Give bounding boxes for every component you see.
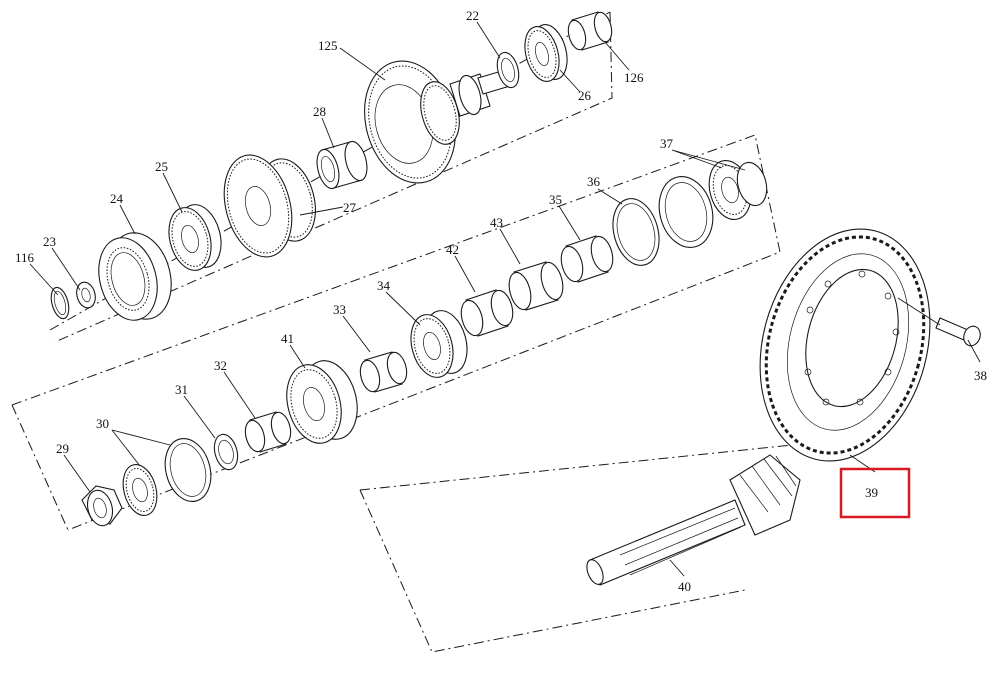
part-37-bearing[interactable] xyxy=(703,156,771,224)
part-24-synchro-sleeve[interactable] xyxy=(90,226,180,327)
callout-40[interactable]: 40 xyxy=(678,579,691,594)
part-30-bearing[interactable] xyxy=(118,433,218,519)
part-23-washer[interactable] xyxy=(74,280,98,310)
part-43-bushing[interactable] xyxy=(505,260,566,312)
part-116-circlip[interactable] xyxy=(48,285,72,320)
callout-41[interactable]: 41 xyxy=(281,331,294,346)
part-39-crown-wheel[interactable] xyxy=(735,210,954,480)
part-42-bushing[interactable] xyxy=(458,288,517,338)
callout-29[interactable]: 29 xyxy=(56,441,69,456)
callout-22[interactable]: 22 xyxy=(466,8,479,23)
callout-37[interactable]: 37 xyxy=(660,136,674,151)
part-25-gear[interactable] xyxy=(162,200,227,275)
callout-25[interactable]: 25 xyxy=(155,159,168,174)
callout-26[interactable]: 26 xyxy=(578,88,592,103)
part-27-cluster-gear[interactable] xyxy=(214,147,324,264)
part-35-bushing[interactable] xyxy=(558,234,617,284)
part-126-bushing[interactable] xyxy=(565,10,614,51)
callout-31[interactable]: 31 xyxy=(175,382,188,397)
callout-30[interactable]: 30 xyxy=(96,416,109,431)
part-29-nut[interactable] xyxy=(81,485,123,528)
crown-wheel-bolt-holes xyxy=(804,270,900,406)
part-41-gear[interactable] xyxy=(279,355,366,450)
part-32-bushing[interactable] xyxy=(242,410,294,454)
callout-36[interactable]: 36 xyxy=(587,174,601,189)
callout-28[interactable]: 28 xyxy=(313,104,326,119)
callout-35[interactable]: 35 xyxy=(549,192,562,207)
part-38-bolt[interactable] xyxy=(935,317,983,348)
callout-38[interactable]: 38 xyxy=(974,368,987,383)
leader-lines xyxy=(29,21,981,577)
callout-39[interactable]: 39 xyxy=(865,485,878,500)
part-22-ring[interactable] xyxy=(494,50,523,90)
part-28-bushing[interactable] xyxy=(313,139,371,191)
part-33-bushing[interactable] xyxy=(357,350,410,394)
callout-33[interactable]: 33 xyxy=(333,302,346,317)
callout-23[interactable]: 23 xyxy=(43,234,56,249)
part-34-gear[interactable] xyxy=(404,306,473,382)
callout-27[interactable]: 27 xyxy=(343,200,357,215)
part-26-gear[interactable] xyxy=(519,21,572,85)
part-31-ring[interactable] xyxy=(211,432,242,472)
part-40-pinion-shaft[interactable] xyxy=(584,454,801,587)
callout-24[interactable]: 24 xyxy=(110,191,124,206)
callout-42[interactable]: 42 xyxy=(446,242,459,257)
callout-125[interactable]: 125 xyxy=(318,38,338,53)
callout-32[interactable]: 32 xyxy=(214,358,227,373)
callout-116[interactable]: 116 xyxy=(15,250,35,265)
callout-43[interactable]: 43 xyxy=(490,215,503,230)
callout-labels: 22 125 126 26 28 25 24 27 23 116 37 36 3… xyxy=(15,8,987,594)
callout-34[interactable]: 34 xyxy=(377,278,391,293)
part-125-main-gear-shaft[interactable] xyxy=(351,51,511,194)
highlight-box xyxy=(839,467,911,519)
part-36-shim[interactable] xyxy=(606,170,720,270)
callout-126[interactable]: 126 xyxy=(624,70,644,85)
